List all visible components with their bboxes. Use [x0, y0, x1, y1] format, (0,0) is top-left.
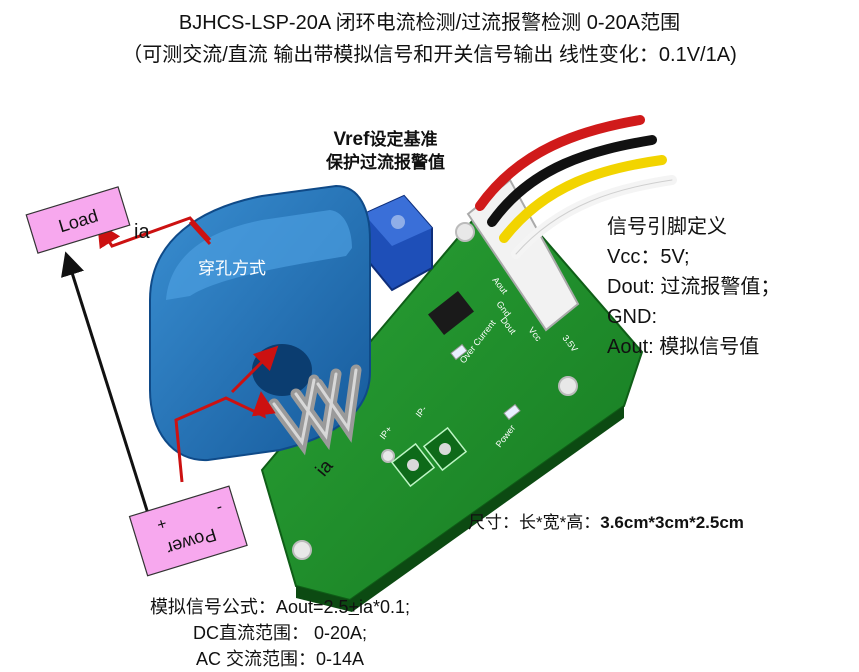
title-line-1: BJHCS-LSP-20A 闭环电流检测/过流报警检测 0-20A范围 — [178, 12, 681, 34]
dimensions-prefix: 尺寸：长*宽*高： — [468, 513, 601, 532]
pin-gnd: GND: — [607, 306, 657, 328]
power-minus-label: - — [214, 498, 224, 516]
vref-bold: Vref — [333, 129, 370, 150]
current-flow-arrows — [97, 216, 279, 483]
vref-rest: 设定基准 — [369, 130, 438, 149]
terminal-pads — [390, 426, 468, 488]
pin-definitions: 信号引脚定义 Vcc：5V; Dout: 过流报警值； GND: Aout: 模… — [607, 212, 780, 362]
pin-aout: Aout: 模拟信号值 — [607, 336, 760, 358]
dimensions-value: 3.6cm*3cm*2.5cm — [600, 513, 744, 532]
title-line-2: （可测交流/直流 输出带模拟信号和开关信号输出 线性变化：0.1V/1A) — [122, 44, 737, 66]
ic-chip — [428, 291, 474, 335]
leds — [450, 343, 521, 421]
pin-vcc: Vcc：5V; — [607, 246, 690, 268]
wires — [475, 115, 677, 259]
vref-note: Vref设定基准 保护过流报警值 — [326, 128, 445, 174]
formula-line-3: AC 交流范围：0-14A — [195, 649, 365, 669]
formula-line-2: DC直流范围： 0-20A; — [192, 623, 368, 643]
formula-line-1: 模拟信号公式：Aout=2.5+ia*0.1; — [149, 597, 411, 617]
load-box: Load — [25, 186, 131, 254]
mounting-holes — [292, 222, 578, 560]
pin-dout: Dout: 过流报警值； — [607, 276, 781, 298]
ia-label-top: ia — [134, 221, 150, 243]
vref-note-line-1: Vref设定基准 — [326, 128, 445, 151]
formula-block: 模拟信号公式：Aout=2.5+ia*0.1; DC直流范围： 0-20A; A… — [0, 594, 560, 672]
pin-heading: 信号引脚定义 — [607, 216, 727, 238]
dimensions: 尺寸：长*宽*高：3.6cm*3cm*2.5cm — [468, 508, 744, 533]
through-hole-label: 穿孔方式 — [198, 259, 266, 278]
return-path-arrow — [61, 251, 152, 521]
vref-note-line-2: 保护过流报警值 — [326, 153, 445, 172]
plus-minus-sign: + — [348, 597, 360, 617]
power-box: + - Power — [128, 485, 248, 577]
potentiometer — [363, 194, 433, 292]
